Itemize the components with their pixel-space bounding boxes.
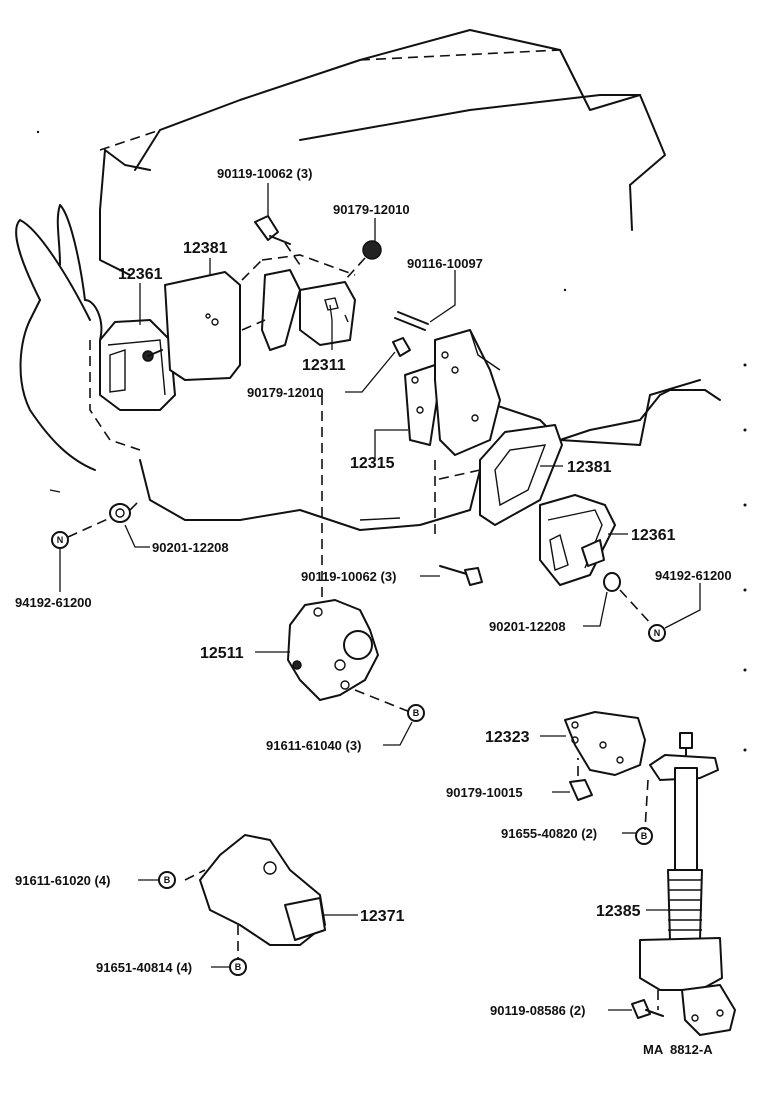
bolt-symbol-91655-40820: B <box>635 827 653 845</box>
bolt-symbol: B <box>164 875 171 885</box>
bolt-symbol-91651-40814: B <box>229 958 247 976</box>
label-12385: 12385 <box>596 903 641 920</box>
label-90179-12010-top: 90179-12010 <box>333 202 410 217</box>
bolt-symbol: B <box>235 962 242 972</box>
label-90201-12208-right: 90201-12208 <box>489 619 566 634</box>
label-90179-12010-mid: 90179-12010 <box>247 385 324 400</box>
bolt-symbol: B <box>641 831 648 841</box>
insulator-12361-right <box>539 494 616 586</box>
label-90119-10062-mid: 90119-10062 (3) <box>301 569 396 584</box>
washer-90201-12208-right <box>603 572 653 626</box>
nut-90179-12010-mid <box>392 337 411 357</box>
label-90119-10062-top: 90119-10062 (3) <box>217 166 312 181</box>
nut-symbol: N <box>57 535 64 545</box>
washer-90201-12208-left <box>109 503 131 523</box>
label-91651-40814: 91651-40814 (4) <box>96 960 192 975</box>
nut-90179-12010-top <box>344 240 382 281</box>
bolt-symbol-91611-61040: B <box>407 704 425 722</box>
label-90119-08586: 90119-08586 (2) <box>490 1003 585 1018</box>
margin-marks <box>36 130 747 752</box>
nut-90179-10015 <box>569 758 593 801</box>
bolt-90119-10062-mid <box>439 565 483 586</box>
label-12323: 12323 <box>485 729 530 746</box>
insulator-12371 <box>184 834 326 960</box>
insulator-12361-left <box>99 319 176 411</box>
bolt-90119-08586 <box>631 999 664 1019</box>
label-12361-right: 12361 <box>631 527 676 544</box>
bolt-90119-10062-top <box>254 215 301 266</box>
label-12311: 12311 <box>302 357 346 374</box>
nut-94192-61200-right: N <box>648 624 666 642</box>
heat-shield-12381-left <box>164 271 241 381</box>
label-94192-61200-right: 94192-61200 <box>655 568 732 583</box>
label-90179-10015: 90179-10015 <box>446 785 523 800</box>
cooling-fan-outline <box>15 204 103 471</box>
support-12511 <box>287 599 411 713</box>
bracket-12315 <box>404 329 501 540</box>
leader-lines <box>59 183 701 1011</box>
label-12381-right: 12381 <box>567 459 612 476</box>
engine-block-outline <box>49 29 721 531</box>
label-90116-10097: 90116-10097 <box>407 256 483 271</box>
bracket-12311 <box>241 254 356 351</box>
stay-12385 <box>639 732 736 1036</box>
label-12381-left: 12381 <box>183 240 228 257</box>
label-91611-61040: 91611-61040 (3) <box>266 738 361 753</box>
label-90201-12208-left: 90201-12208 <box>152 540 229 555</box>
label-12315: 12315 <box>350 455 395 472</box>
bolt-symbol: B <box>413 708 420 718</box>
part-labels: 12361 12381 90119-10062 (3) 90179-12010 … <box>15 166 732 1057</box>
nut-symbol: N <box>654 628 661 638</box>
bolt-symbol-91611-61020: B <box>158 871 176 889</box>
label-12511: 12511 <box>200 645 244 662</box>
stud-90116-10097 <box>394 311 429 331</box>
label-94192-61200-left: 94192-61200 <box>15 595 92 610</box>
label-91655-40820: 91655-40820 (2) <box>501 826 597 841</box>
label-12371: 12371 <box>360 908 405 925</box>
heat-shield-12381-right <box>479 424 563 526</box>
label-12361-left: 12361 <box>118 266 163 283</box>
bracket-12323 <box>564 711 646 776</box>
label-91611-61020: 91611-61020 (4) <box>15 873 110 888</box>
drawing-code: MA 8812-A <box>643 1042 713 1057</box>
